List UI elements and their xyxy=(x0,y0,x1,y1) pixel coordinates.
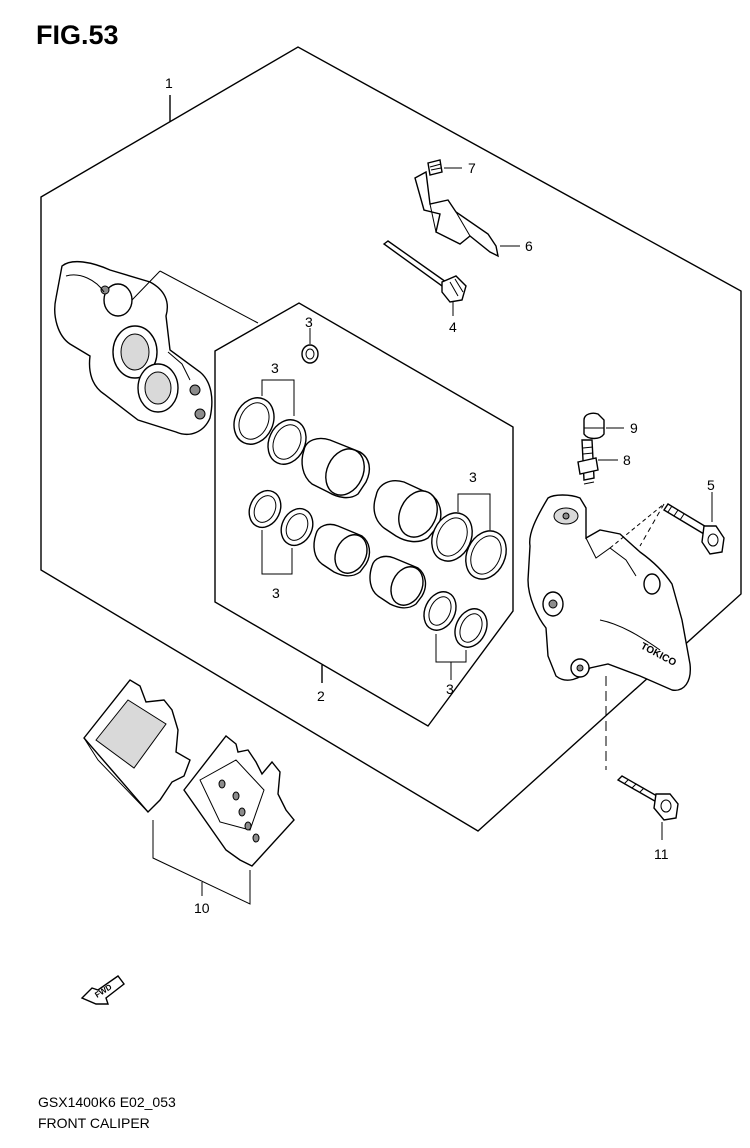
callout-4: 4 xyxy=(449,319,457,335)
fwd-arrow-icon: FWD xyxy=(80,975,125,1005)
caliper-dashed-leader xyxy=(609,503,665,549)
callout-10: 10 xyxy=(194,900,210,916)
callout-3d: 3 xyxy=(272,585,280,601)
callout-11: 11 xyxy=(654,846,669,862)
figure-caption: FRONT CALIPER xyxy=(38,1115,150,1131)
bracket-3b xyxy=(261,379,295,416)
leader-caliper-to-box xyxy=(131,270,161,301)
bolt-5-axis xyxy=(639,503,665,547)
piston-lower-left xyxy=(313,523,371,577)
bleeder-cap xyxy=(583,412,605,440)
piston-seals-upper-right xyxy=(431,512,507,580)
bracket-3d xyxy=(261,530,293,575)
callout-5: 5 xyxy=(707,477,715,493)
callout-3b: 3 xyxy=(271,360,279,376)
bracket-3c xyxy=(457,493,491,530)
callout-1: 1 xyxy=(165,75,173,91)
caliper-assembly-outline xyxy=(40,46,742,832)
callout-7: 7 xyxy=(468,160,476,176)
piston-seals-upper-left xyxy=(233,397,307,465)
piston-kit-outline xyxy=(214,302,514,727)
piston-upper-right xyxy=(373,480,442,543)
bleed-screw-small xyxy=(427,159,443,176)
callout-2: 2 xyxy=(317,688,325,704)
piston-lower-right xyxy=(369,555,427,609)
caliper-bolt-lower xyxy=(616,775,679,821)
callout-6: 6 xyxy=(525,238,533,254)
callout-3a: 3 xyxy=(305,314,313,330)
brake-pad-front xyxy=(83,679,191,814)
pad-spring-clip xyxy=(414,170,499,258)
brake-pad-rear xyxy=(183,735,295,867)
bracket-10 xyxy=(152,820,251,905)
caliper-bolt-upper xyxy=(663,503,725,555)
pad-pin xyxy=(382,240,467,303)
piston-seals-lower-right xyxy=(423,591,488,648)
leader-caliper-to-box-2 xyxy=(159,270,259,324)
model-code: GSX1400K6 E02_053 xyxy=(38,1094,176,1110)
callout-3e: 3 xyxy=(446,681,454,697)
caliper-outer-half xyxy=(54,260,213,436)
figure-title: FIG.53 xyxy=(36,20,119,50)
caliper-inner-half: TOKICO xyxy=(527,494,691,691)
callout-8: 8 xyxy=(623,452,631,468)
small-seal-ring xyxy=(301,344,319,364)
callout-3c: 3 xyxy=(469,469,477,485)
piston-upper-left xyxy=(301,437,371,499)
piston-seals-lower-left xyxy=(248,489,314,547)
callout-9: 9 xyxy=(630,420,638,436)
bleeder-valve xyxy=(577,439,599,485)
